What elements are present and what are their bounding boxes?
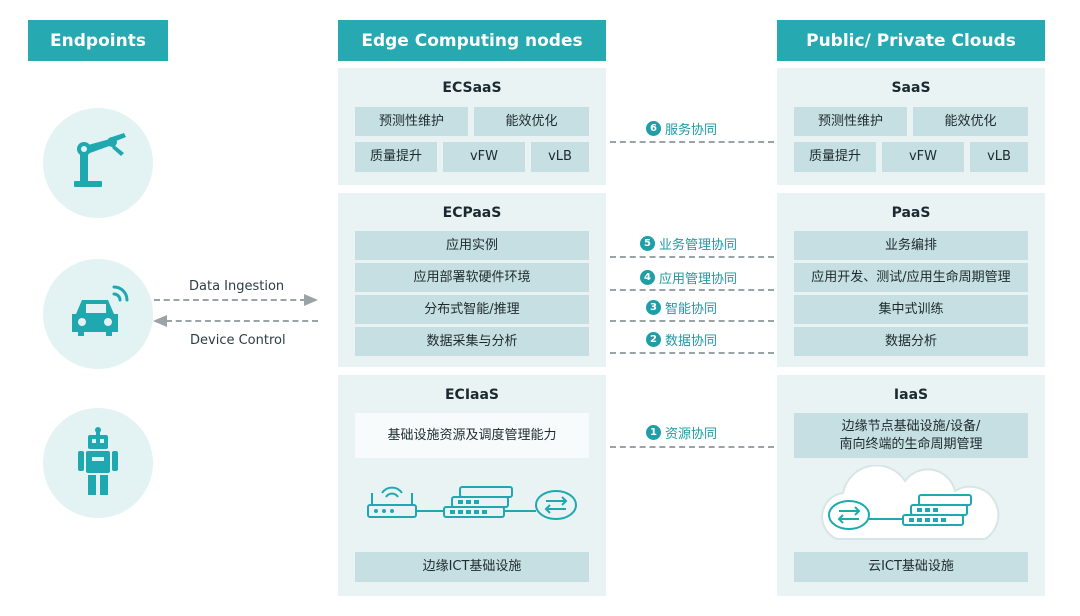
collab-number: 2 — [646, 332, 661, 347]
collab-number: 3 — [646, 300, 661, 315]
eciaas-panel: ECIaaS 基础设施资源及调度管理能力 — [338, 375, 606, 596]
cloud-paas-cell: 业务编排 — [794, 231, 1028, 260]
ecsaas-title: ECSaaS — [442, 80, 502, 96]
collab-line — [610, 141, 774, 143]
cloud-lifecycle-line1: 边缘节点基础设施/设备/ — [841, 418, 981, 434]
edge-saas-cell: 能效优化 — [474, 107, 589, 136]
arrow-right-icon — [304, 294, 318, 306]
cloud-saas-cell: vFW — [882, 142, 964, 172]
edge-saas-cell: vFW — [443, 142, 525, 172]
collab-text: 业务管理协同 — [659, 238, 738, 253]
collab-number: 6 — [646, 121, 661, 136]
endpoints-header: Endpoints — [28, 20, 168, 61]
collab-text: 服务协同 — [665, 123, 718, 138]
cloud-icon — [821, 465, 1000, 540]
collab-label: 4 应用管理协同 — [640, 268, 737, 287]
data-ingestion-label: Data Ingestion — [189, 279, 285, 294]
cloud-ict-cell: 云ICT基础设施 — [794, 552, 1028, 582]
collab-line — [610, 256, 774, 258]
iaas-title: IaaS — [893, 387, 929, 403]
saas-panel: SaaS 预测性维护 能效优化 质量提升 vFW vLB — [777, 68, 1045, 185]
device-control-line — [166, 320, 318, 322]
cloud-lifecycle-cell: 边缘节点基础设施/设备/ 南向终端的生命周期管理 — [794, 413, 1028, 458]
paas-title: PaaS — [891, 205, 931, 221]
collab-line — [610, 446, 774, 448]
arrow-left-icon — [153, 315, 167, 327]
collab-label: 1 资源协同 — [646, 423, 717, 442]
edge-resource-cell: 基础设施资源及调度管理能力 — [355, 413, 589, 458]
router-icon — [535, 490, 577, 520]
network-switch-icon — [443, 486, 513, 518]
cloud-header: Public/ Private Clouds — [777, 20, 1045, 61]
device-control-label: Device Control — [190, 333, 286, 348]
edge-saas-cell: 预测性维护 — [355, 107, 468, 136]
collab-label: 5 业务管理协同 — [640, 234, 737, 253]
ecsaas-panel: ECSaaS 预测性维护 能效优化 质量提升 vFW vLB — [338, 68, 606, 185]
edge-paas-cell: 数据采集与分析 — [355, 327, 589, 356]
cloud-saas-cell: 质量提升 — [794, 142, 876, 172]
router-icon — [828, 500, 870, 530]
collab-number: 1 — [646, 425, 661, 440]
cloud-saas-cell: 能效优化 — [913, 107, 1028, 136]
collab-text: 数据协同 — [665, 334, 718, 349]
collab-number: 4 — [640, 270, 655, 285]
collab-number: 5 — [640, 236, 655, 251]
cloud-saas-cell: vLB — [970, 142, 1028, 172]
edge-ict-devices — [367, 486, 577, 520]
eciaas-title: ECIaaS — [444, 387, 500, 403]
edge-paas-cell: 应用部署软硬件环境 — [355, 263, 589, 292]
edge-saas-cell: vLB — [531, 142, 589, 172]
connected-car-icon — [72, 285, 129, 336]
ecpaas-title: ECPaaS — [442, 205, 502, 221]
cloud-lifecycle-line2: 南向终端的生命周期管理 — [839, 436, 983, 452]
collab-text: 智能协同 — [665, 302, 718, 317]
edge-ict-cell: 边缘ICT基础设施 — [355, 552, 589, 582]
collab-line — [610, 289, 774, 291]
iaas-panel: IaaS 边缘节点基础设施/设备/ 南向终端的生命周期管理 云ICT基础设施 — [777, 375, 1045, 596]
edge-header: Edge Computing nodes — [338, 20, 606, 61]
cloud-paas-cell: 集中式训练 — [794, 295, 1028, 324]
cloud-paas-cell: 数据分析 — [794, 327, 1028, 356]
humanoid-robot-icon — [78, 427, 118, 495]
network-switch-icon — [902, 494, 972, 526]
robot-arm-icon — [74, 133, 126, 187]
ecpaas-panel: ECPaaS 应用实例 应用部署软硬件环境 分布式智能/推理 数据采集与分析 — [338, 193, 606, 367]
paas-panel: PaaS 业务编排 应用开发、测试/应用生命周期管理 集中式训练 数据分析 — [777, 193, 1045, 367]
collab-text: 应用管理协同 — [659, 272, 738, 287]
cloud-paas-cell: 应用开发、测试/应用生命周期管理 — [794, 263, 1028, 292]
collab-line — [610, 352, 774, 354]
edge-paas-cell: 应用实例 — [355, 231, 589, 260]
car-endpoint — [43, 259, 153, 369]
humanoid-robot-endpoint — [43, 408, 153, 518]
robot-arm-endpoint — [43, 108, 153, 218]
collab-label: 3 智能协同 — [646, 298, 717, 317]
data-ingestion-line — [154, 299, 306, 301]
edge-paas-cell: 分布式智能/推理 — [355, 295, 589, 324]
collab-text: 资源协同 — [665, 427, 718, 442]
saas-title: SaaS — [891, 80, 931, 96]
cloud-ict-devices — [821, 465, 1000, 540]
collab-line — [610, 320, 774, 322]
collab-label: 6 服务协同 — [646, 119, 717, 138]
collab-label: 2 数据协同 — [646, 330, 717, 349]
edge-saas-cell: 质量提升 — [355, 142, 437, 172]
cloud-saas-cell: 预测性维护 — [794, 107, 907, 136]
